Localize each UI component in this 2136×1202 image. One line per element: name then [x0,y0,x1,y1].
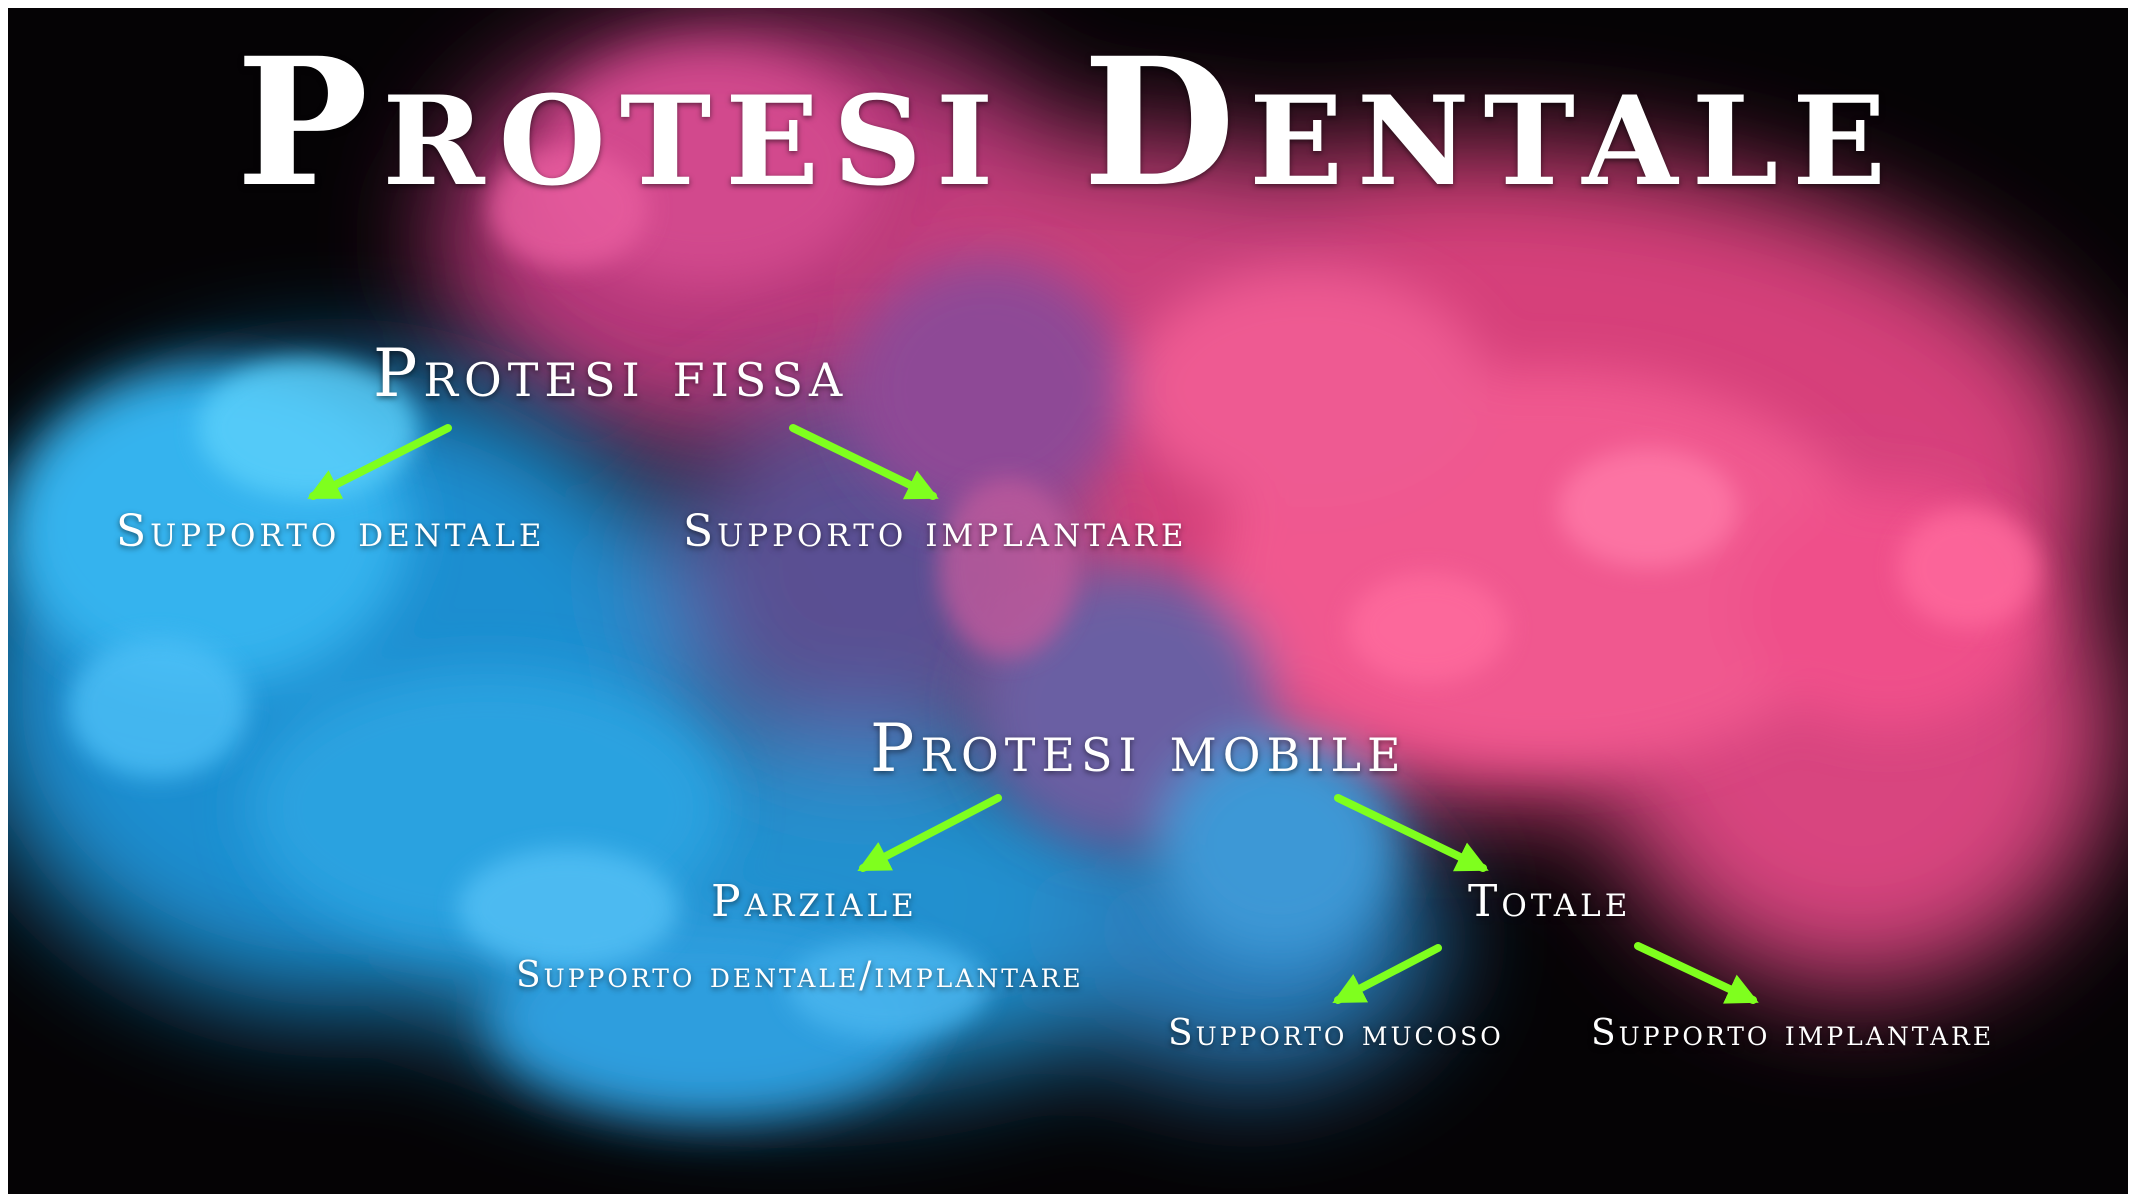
mobile-right-arrow [1338,798,1483,868]
totale-right-arrow [1638,946,1753,1000]
slide: Protesi Dentale Protesi fissa Supporto d… [8,8,2128,1194]
totale-left-arrow [1338,948,1438,1000]
arrows-layer [8,8,2128,1194]
fissa-right-arrow [793,428,933,496]
mobile-left-arrow [863,798,998,868]
fissa-left-arrow [313,428,448,496]
